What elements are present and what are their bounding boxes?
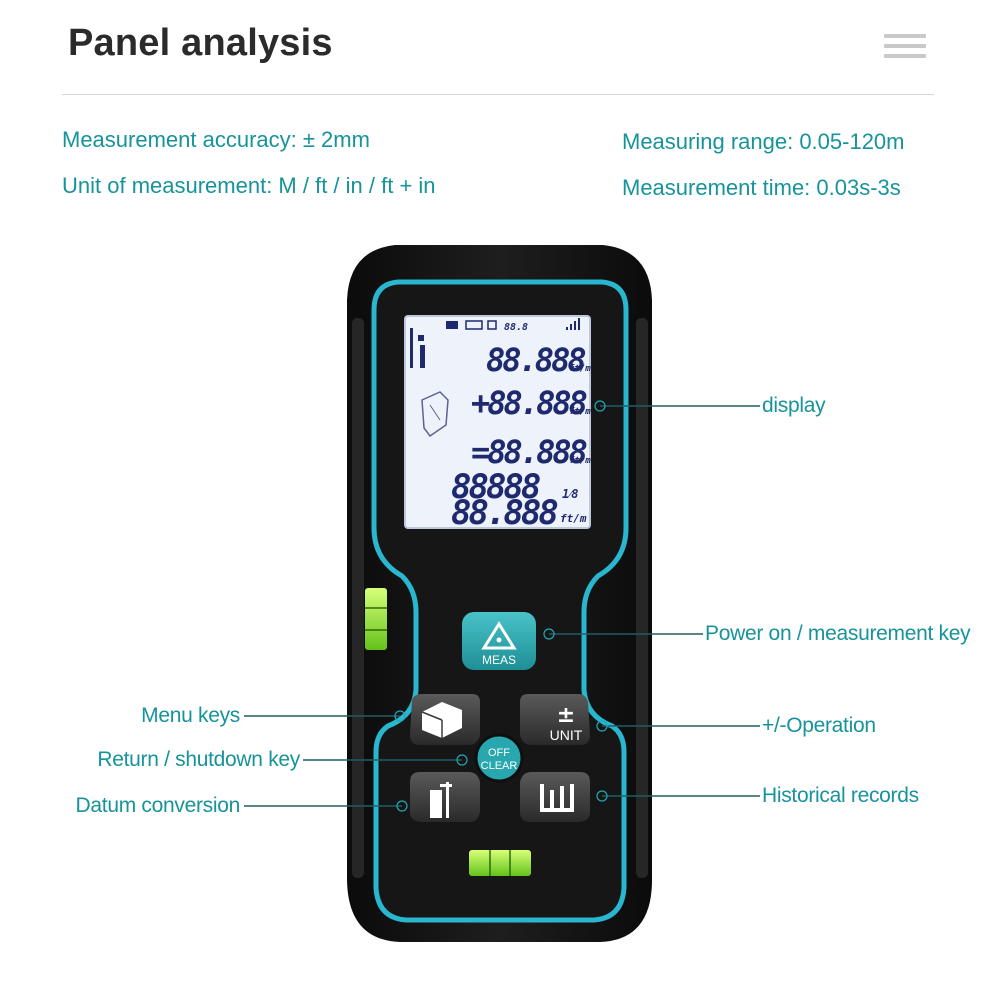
history-records-icon — [540, 784, 574, 812]
label-power: Power on / measurement key — [705, 622, 971, 645]
label-menu: Menu keys — [141, 704, 240, 727]
datum-icon — [430, 790, 442, 818]
lcd-line-2: +88.888 — [471, 384, 587, 422]
plus-minus-icon: ± — [557, 703, 575, 728]
unit-button[interactable]: ± UNIT — [520, 694, 590, 745]
lcd-fraction: 1⁄8 — [562, 487, 578, 501]
lcd-line-4-top: 88888 — [451, 467, 540, 507]
menu-button[interactable] — [410, 694, 480, 745]
lcd-unit-3: ft/m — [569, 456, 591, 466]
label-history: Historical records — [762, 784, 919, 807]
meas-button[interactable]: MEAS — [462, 612, 536, 670]
lcd-unit-2: ft/m — [569, 407, 591, 417]
lcd-line-4-bottom: 88.888 — [451, 493, 557, 533]
off-clear-button[interactable]: OFF CLEAR — [474, 733, 524, 783]
lcd-unit-1: ft/m — [569, 364, 591, 374]
meas-key-label: MEAS — [482, 653, 516, 667]
side-level-vial — [365, 588, 387, 650]
unit-key-label: UNIT — [550, 727, 583, 743]
off-key-label: OFF — [488, 747, 510, 759]
hamburger-menu-icon[interactable] — [884, 34, 926, 60]
label-datum: Datum conversion — [75, 794, 241, 817]
lcd-top-value: 88.8 — [504, 322, 528, 333]
datum-button[interactable] — [410, 772, 480, 822]
clear-key-label: CLEAR — [481, 760, 518, 772]
lcd-screen — [404, 315, 591, 529]
divider — [62, 94, 934, 95]
label-display: display — [762, 394, 826, 417]
label-return: Return / shutdown key — [97, 748, 300, 771]
label-plus-minus: +/-Operation — [762, 714, 876, 737]
lcd-line-1: 88.888 — [486, 341, 585, 379]
spec-accuracy: Measurement accuracy: ± 2mm — [62, 127, 370, 152]
spec-range: Measuring range: 0.05-120m — [622, 129, 905, 154]
history-button[interactable] — [520, 772, 590, 822]
lcd-unit-4: ft/m — [560, 512, 587, 525]
spec-unit: Unit of measurement: M / ft / in / ft + … — [62, 173, 436, 198]
lcd-line-3: =88.888 — [471, 433, 587, 471]
page-title: Panel analysis — [68, 22, 333, 64]
bottom-level-vial — [469, 850, 531, 876]
spec-time: Measurement time: 0.03s-3s — [622, 175, 901, 200]
laser-triangle-icon — [481, 621, 517, 650]
